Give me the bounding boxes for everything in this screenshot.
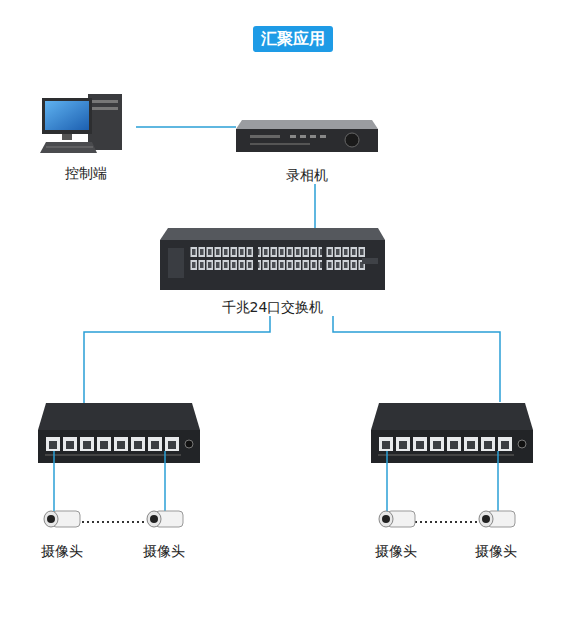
camera-device: 摄像头 xyxy=(32,505,92,560)
camera-device: 摄像头 xyxy=(466,505,526,560)
device-label: 摄像头 xyxy=(446,542,546,560)
network-link xyxy=(314,184,316,228)
computer-illustration xyxy=(40,94,122,153)
title-badge: 汇聚应用 xyxy=(253,26,333,52)
title-row: 汇聚应用 xyxy=(0,26,586,52)
device-label: 控制端 xyxy=(16,164,156,182)
access-switch-illustration xyxy=(38,403,200,463)
network-link xyxy=(136,126,236,128)
dvr-illustration xyxy=(236,120,378,152)
switch-device: 千兆24口交换机 xyxy=(160,228,385,316)
device-label: 千兆24口交换机 xyxy=(140,298,405,316)
camera-device: 摄像头 xyxy=(134,505,194,560)
device-label: 摄像头 xyxy=(114,542,214,560)
device-label: 摄像头 xyxy=(346,542,446,560)
core-switch-illustration xyxy=(160,228,385,290)
device-label: 摄像头 xyxy=(12,542,112,560)
camera-device: 摄像头 xyxy=(366,505,426,560)
device-label: 录相机 xyxy=(216,166,398,184)
camera-illustration xyxy=(44,511,515,527)
recorder-device: 录相机 xyxy=(236,118,378,184)
dotted-line xyxy=(82,521,477,523)
access-switch-illustration xyxy=(371,403,533,463)
terminal-device: 控制端 xyxy=(36,90,136,182)
uplink-wire xyxy=(84,316,500,404)
camera-wire xyxy=(54,451,498,512)
